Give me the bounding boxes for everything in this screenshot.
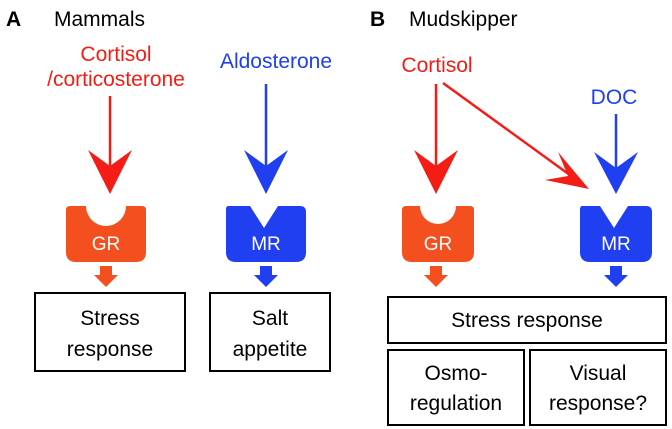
arrow-aldosterone-to-mr xyxy=(244,84,288,194)
visual-response-line1: Visual xyxy=(570,362,627,385)
arrow-cortisol-to-gr xyxy=(88,96,132,194)
mr-receptor-shape xyxy=(226,206,306,262)
stress-response-line2: response xyxy=(67,338,153,361)
gr-receptor-b-label: GR xyxy=(424,234,453,255)
stress-response-wide-label: Stress response xyxy=(451,309,603,332)
visual-response-box xyxy=(529,349,667,426)
stress-response-wide-box xyxy=(387,296,667,344)
hormone-cortisol-b-label: Cortisol xyxy=(401,54,472,77)
panel-b-letter: B xyxy=(370,8,385,31)
mr-receptor-b-shape xyxy=(580,206,652,262)
arrow-cortisol-to-mr-b xyxy=(442,81,589,189)
arrow-gr-b-to-stress xyxy=(424,266,448,287)
arrow-mr-b-to-stress xyxy=(604,266,628,287)
osmoregulation-line1: Osmo- xyxy=(425,362,488,385)
panel-b-title: Mudskipper xyxy=(409,8,518,31)
visual-response-line2: response? xyxy=(549,392,647,415)
salt-appetite-line1: Salt xyxy=(252,307,288,330)
stress-response-line1: Stress xyxy=(80,307,140,330)
arrow-gr-to-stress xyxy=(94,266,118,287)
hormone-aldosterone-label: Aldosterone xyxy=(220,50,332,73)
panel-a-title: Mammals xyxy=(54,8,145,31)
arrow-cortisol-to-gr-b xyxy=(414,84,458,194)
arrow-mr-to-salt xyxy=(254,266,278,287)
osmoregulation-line2: regulation xyxy=(410,392,502,415)
osmoregulation-box xyxy=(387,349,525,426)
hormone-corticosterone-label: /corticosterone xyxy=(47,68,185,91)
stress-response-box xyxy=(34,292,186,372)
gr-receptor-label: GR xyxy=(92,234,121,255)
gr-receptor-b-shape xyxy=(402,206,474,262)
mr-receptor-label: MR xyxy=(251,234,281,255)
salt-appetite-box xyxy=(209,292,331,372)
panel-a-letter: A xyxy=(6,8,21,31)
salt-appetite-line2: appetite xyxy=(233,338,308,361)
hormone-doc-label: DOC xyxy=(591,86,638,109)
hormone-cortisol-label: Cortisol xyxy=(80,43,151,66)
arrow-doc-to-mr-b xyxy=(594,114,638,194)
gr-receptor-shape xyxy=(66,206,146,262)
mr-receptor-b-label: MR xyxy=(601,234,631,255)
